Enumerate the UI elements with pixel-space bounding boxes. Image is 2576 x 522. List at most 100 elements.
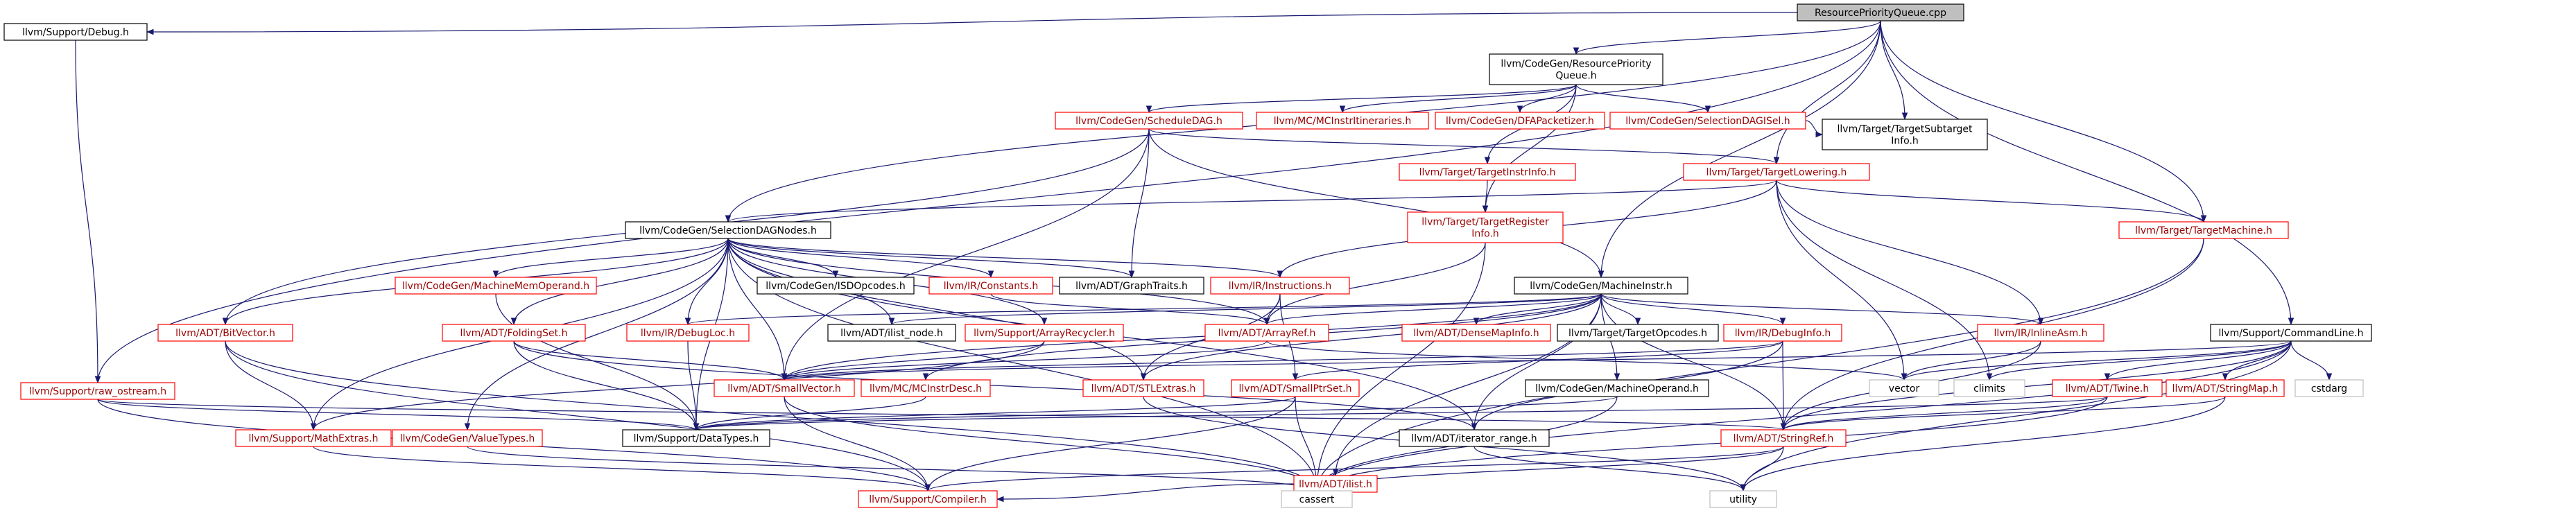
node-cstdarg[interactable]: cstdarg [2294,379,2364,397]
node-graphtraits[interactable]: llvm/ADT/GraphTraits.h [1059,277,1204,295]
node-label: Info.h [1471,229,1499,240]
node-label: utility [1729,494,1757,505]
edge-inlineasm-to-vector [1901,340,2041,381]
node-cassert[interactable]: cassert [1281,490,1353,508]
node-debugloc[interactable]: llvm/IR/DebugLoc.h [626,324,750,342]
node-compiler[interactable]: llvm/Support/Compiler.h [858,490,998,508]
node-climits[interactable]: climits [1953,379,2025,397]
node-box [1055,112,1243,130]
node-dinfo[interactable]: llvm/IR/DebugInfo.h [1723,324,1842,342]
node-topc[interactable]: llvm/Target/TargetOpcodes.h [1557,324,1719,342]
node-ilistnode[interactable]: llvm/ADT/ilist_node.h [827,324,956,342]
node-mcitin[interactable]: llvm/MC/MCInstrItineraries.h [1256,112,1429,130]
node-box [858,490,998,508]
node-box [1723,324,1842,342]
node-box [1231,379,1360,397]
node-instructions[interactable]: llvm/IR/Instructions.h [1210,277,1350,295]
node-smallvec[interactable]: llvm/ADT/SmallVector.h [714,379,855,397]
node-utility[interactable]: utility [1709,490,1777,508]
node-stringref[interactable]: llvm/ADT/StringRef.h [1720,429,1847,447]
node-datatypes[interactable]: llvm/Support/DataTypes.h [622,429,770,447]
node-box [1082,379,1204,397]
node-box [626,324,750,342]
node-label: Queue.h [1555,71,1596,82]
edge-root-to-rpq [1573,20,1881,55]
node-strmap[interactable]: llvm/ADT/StringMap.h [2166,379,2285,397]
edge-treg-to-arrayref [1263,242,1486,326]
edge-debug-to-rawos [75,40,101,384]
node-box [1204,324,1329,342]
node-sptrset[interactable]: llvm/ADT/SmallPtrSet.h [1231,379,1360,397]
node-box [1059,277,1204,295]
node-sdisel[interactable]: llvm/CodeGen/SelectionDAGISel.h [1609,112,1806,130]
node-stlextras[interactable]: llvm/ADT/STLExtras.h [1082,379,1204,397]
node-minstr[interactable]: llvm/CodeGen/MachineInstr.h [1514,277,1688,295]
node-inlineasm[interactable]: llvm/IR/InlineAsm.h [1977,324,2104,342]
node-root[interactable]: ResourcePriorityQueue.cpp [1797,3,1964,21]
edge-smallvec-to-cassert [784,396,1320,492]
edge-sdnodes-to-graphtraits [727,238,1135,279]
node-label: llvm/ADT/Twine.h [2066,383,2149,394]
edge-twine-to-cassert [1313,396,2108,492]
node-box [1869,379,1939,397]
node-mathextras[interactable]: llvm/Support/MathExtras.h [235,429,392,447]
edge-cmdline-to-twine [2104,340,2292,381]
node-cmdline[interactable]: llvm/Support/CommandLine.h [2210,324,2372,342]
edge-fset-to-smallvec [513,340,788,381]
node-label: llvm/Support/Debug.h [22,27,129,38]
node-dfa[interactable]: llvm/CodeGen/DFAPacketizer.h [1435,112,1605,130]
node-mcid[interactable]: llvm/MC/MCInstrDesc.h [861,379,991,397]
node-constants[interactable]: llvm/IR/Constants.h [928,277,1053,295]
node-arrayref[interactable]: llvm/ADT/ArrayRef.h [1204,324,1329,342]
node-box [442,324,586,342]
node-label: llvm/CodeGen/MachineInstr.h [1530,281,1672,292]
node-densemap[interactable]: llvm/ADT/DenseMapInfo.h [1401,324,1551,342]
node-box [20,382,175,400]
node-valuetypes[interactable]: llvm/CodeGen/ValueTypes.h [392,429,543,447]
node-sdnodes[interactable]: llvm/CodeGen/SelectionDAGNodes.h [625,221,831,239]
node-box [1797,3,1964,21]
node-box [235,429,392,447]
node-box [827,324,956,342]
node-debug[interactable]: llvm/Support/Debug.h [3,23,148,41]
node-label: llvm/Support/ArrayRecycler.h [974,328,1115,339]
edge-arrayref-to-smallvec [781,340,1268,381]
node-iterrange[interactable]: llvm/ADT/iterator_range.h [1399,429,1550,447]
node-label: llvm/ADT/ArrayRef.h [1218,328,1316,339]
node-box [2294,379,2364,397]
node-label: llvm/ADT/iterator_range.h [1411,433,1537,444]
node-label: llvm/Target/TargetMachine.h [2135,225,2272,236]
node-tmach[interactable]: llvm/Target/TargetMachine.h [2118,221,2289,239]
node-box [2118,221,2289,239]
node-arecycler[interactable]: llvm/Support/ArrayRecycler.h [965,324,1124,342]
node-label: llvm/Target/TargetInstrInfo.h [1419,167,1556,178]
node-bitvec[interactable]: llvm/ADT/BitVector.h [157,324,293,342]
edge-tlow-to-tmach [1776,180,2207,223]
node-isdop[interactable]: llvm/CodeGen/ISDOpcodes.h [757,277,915,295]
node-mmo[interactable]: llvm/CodeGen/MachineMemOperand.h [395,277,597,295]
node-box [1557,324,1719,342]
node-twine[interactable]: llvm/ADT/Twine.h [2052,379,2163,397]
node-tlow[interactable]: llvm/Target/TargetLowering.h [1683,163,1870,181]
node-label: llvm/IR/DebugLoc.h [641,328,735,339]
node-mop[interactable]: llvm/CodeGen/MachineOperand.h [1525,379,1709,397]
node-box [157,324,293,342]
node-box [928,277,1053,295]
node-box [622,429,770,447]
node-sched[interactable]: llvm/CodeGen/ScheduleDAG.h [1055,112,1243,130]
node-ilist[interactable]: llvm/ADT/ilist.h [1293,475,1378,493]
node-label: llvm/MC/MCInstrDesc.h [870,383,982,394]
edge-rpq-to-mcitin [1339,84,1577,114]
node-vector[interactable]: vector [1869,379,1939,397]
node-tinstr[interactable]: llvm/Target/TargetInstrInfo.h [1399,163,1576,181]
edge-rawos-to-datatypes [97,399,699,431]
node-rawos[interactable]: llvm/Support/raw_ostream.h [20,382,175,400]
node-box [714,379,855,397]
node-rpq[interactable]: llvm/CodeGen/ResourcePriorityQueue.h [1489,53,1663,85]
edge-debugloc-to-datatypes [687,340,700,431]
node-label: llvm/Target/TargetLowering.h [1706,167,1847,178]
node-box [3,23,148,41]
node-fset[interactable]: llvm/ADT/FoldingSet.h [442,324,586,342]
